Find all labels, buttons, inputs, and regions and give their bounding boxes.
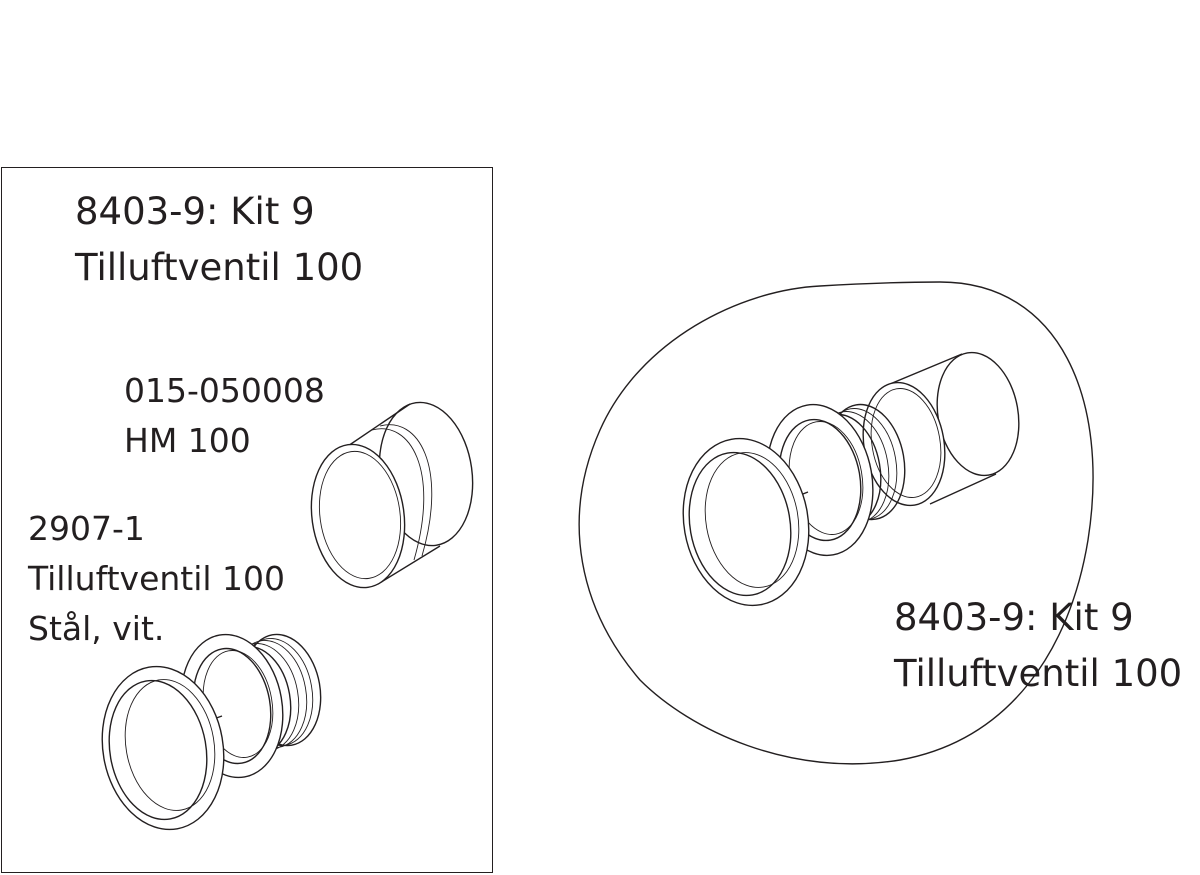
part-b-code: 2907-1 [28,509,145,548]
left-kit-title-line2: Tilluftventil 100 [75,246,364,289]
part-a-name: HM 100 [124,421,251,460]
part-b-name: Tilluftventil 100 [28,559,286,598]
kit-blob-outline [578,281,1094,765]
left-kit-title-line1: 8403-9: Kit 9 [75,190,315,233]
right-kit-title-line2: Tilluftventil 100 [894,652,1183,695]
kit-frame [1,167,493,873]
kit-assembly-drawing [682,351,1020,607]
right-kit-title-line1: 8403-9: Kit 9 [894,596,1134,639]
hm-100-sleeve-drawing [310,401,474,589]
tilluftventil-left-drawing [101,633,322,831]
part-b-material: Stål, vit. [28,609,165,648]
part-a-code: 015-050008 [124,371,325,410]
